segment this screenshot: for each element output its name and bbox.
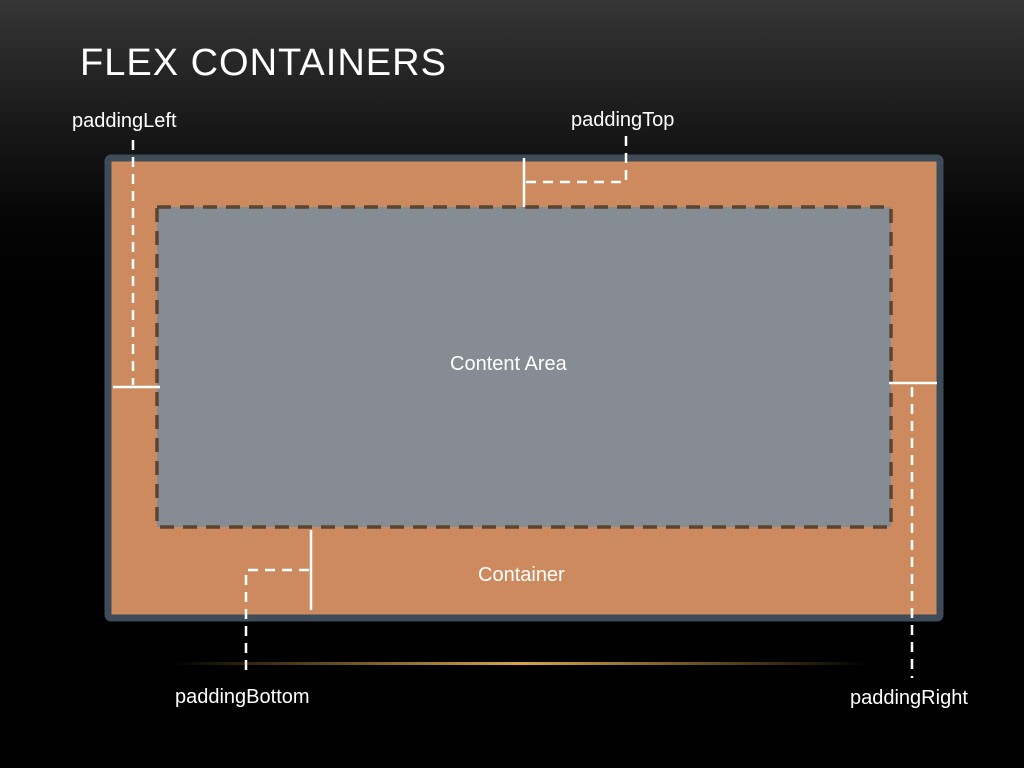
decorative-glow-line xyxy=(170,662,870,665)
padding-top-indicator xyxy=(522,134,628,207)
padding-right-label: paddingRight xyxy=(850,687,968,709)
slide-title: Flex Containers xyxy=(80,42,447,84)
padding-bottom-label: paddingBottom xyxy=(175,686,310,708)
content-area-label: Content Area xyxy=(450,353,567,375)
padding-right-indicator xyxy=(889,381,937,678)
padding-bottom-indicator xyxy=(244,530,313,676)
container-label: Container xyxy=(478,564,565,586)
padding-left-label: paddingLeft xyxy=(72,110,177,132)
padding-top-label: paddingTop xyxy=(571,109,675,131)
content-area-box xyxy=(155,205,893,529)
padding-left-indicator xyxy=(113,140,160,389)
